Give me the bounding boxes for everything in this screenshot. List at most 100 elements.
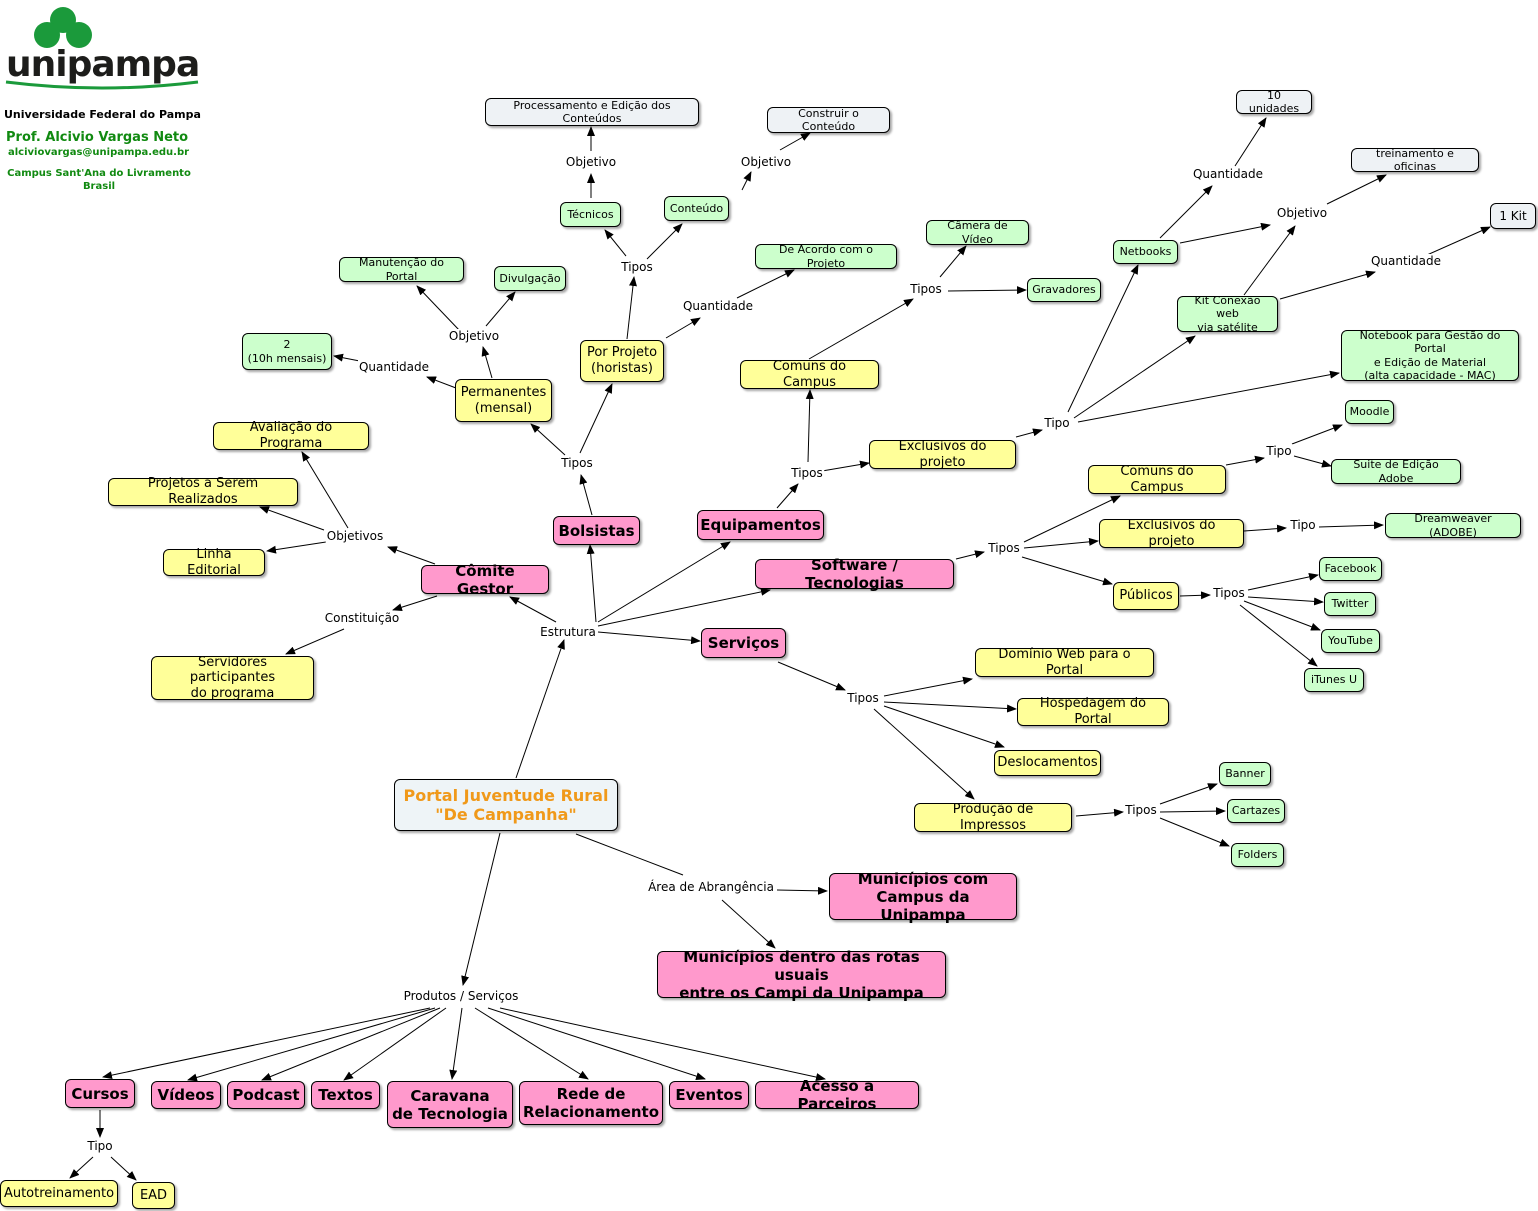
node-gravadores[interactable]: Gravadores xyxy=(1027,278,1101,302)
link-line-80 xyxy=(1075,808,1124,817)
link-line-19 xyxy=(69,1156,94,1179)
node-hospedagem[interactable]: Hospedagem do Portal xyxy=(1017,696,1169,727)
node-exclusivos-eq[interactable]: Exclusivos do projeto xyxy=(869,439,1016,470)
node-conteudo[interactable]: Conteúdo xyxy=(664,196,729,221)
node-cartazes[interactable]: Cartazes xyxy=(1227,799,1285,823)
link-line-15 xyxy=(474,1007,589,1080)
node-rede[interactable]: Rede de Relacionamento xyxy=(519,1081,663,1125)
label-area-abrangencia: Área de Abrangência xyxy=(647,880,775,894)
node-facebook[interactable]: Facebook xyxy=(1319,557,1382,581)
link-line-3 xyxy=(597,587,771,627)
link-line-71 xyxy=(1247,572,1319,591)
node-servicos[interactable]: Serviços xyxy=(701,628,786,658)
label-objetivo-kit: Objetivo xyxy=(1275,206,1329,220)
link-line-5 xyxy=(509,596,557,623)
label-tipos-eq: Tipos xyxy=(790,466,824,480)
link-line-21 xyxy=(392,595,438,612)
label-tipo-excl-sw: Tipo xyxy=(1289,518,1317,532)
node-impressos[interactable]: Produção de Impressos xyxy=(914,802,1072,833)
link-line-45 xyxy=(821,460,870,472)
node-construir[interactable]: Construir o Conteúdo xyxy=(767,107,890,133)
node-software[interactable]: Software / Tecnologias xyxy=(755,556,954,592)
link-line-9 xyxy=(461,832,501,986)
node-twitter[interactable]: Twitter xyxy=(1324,592,1376,616)
link-line-79 xyxy=(873,708,975,800)
node-videos[interactable]: Vídeos xyxy=(151,1081,221,1109)
node-manutencao[interactable]: Manutenção do Portal xyxy=(339,256,464,283)
node-municipios-rotas[interactable]: Municípios dentro das rotas usuais entre… xyxy=(657,948,946,1002)
label-objetivos-comite: Objetivos xyxy=(325,529,385,543)
node-comuns-campus-sw[interactable]: Comuns do Campus xyxy=(1088,464,1226,495)
node-de-acordo[interactable]: De Acordo com o Projeto xyxy=(755,243,897,270)
node-eventos[interactable]: Eventos xyxy=(669,1081,749,1109)
brand-name: unipampa xyxy=(6,44,200,85)
label-tipos-pub: Tipos xyxy=(1212,586,1246,600)
node-publicos[interactable]: Públicos xyxy=(1113,582,1179,610)
node-municipios-campus[interactable]: Municípios com Campus da Unipampa xyxy=(829,870,1017,924)
node-divulgacao[interactable]: Divulgação xyxy=(494,266,566,291)
node-itunes[interactable]: iTunes U xyxy=(1304,668,1364,692)
node-bolsistas[interactable]: Bolsistas xyxy=(553,516,640,545)
node-processamento[interactable]: Processamento e Edição dos Conteúdos xyxy=(485,98,699,126)
link-line-36 xyxy=(604,229,627,257)
node-dez-unidades[interactable]: 10 unidades xyxy=(1236,89,1312,115)
node-avaliacao[interactable]: Avaliação do Programa xyxy=(213,420,369,451)
node-tecnicos[interactable]: Técnicos xyxy=(560,202,621,227)
node-acesso[interactable]: Acesso a Parceiros xyxy=(755,1077,919,1113)
node-um-kit[interactable]: 1 Kit xyxy=(1490,203,1536,229)
link-line-44 xyxy=(776,483,799,509)
link-line-20 xyxy=(110,1156,137,1181)
label-produtos-servicos: Produtos / Serviços xyxy=(402,989,520,1003)
node-banner[interactable]: Banner xyxy=(1219,762,1271,786)
label-constituicao: Constituição xyxy=(323,611,401,625)
node-notebook[interactable]: Notebook para Gestão do Portal e Edição … xyxy=(1341,329,1519,382)
node-projetos[interactable]: Projetos a Serem Realizados xyxy=(108,476,298,507)
link-line-73 xyxy=(1243,600,1321,631)
link-line-50 xyxy=(1015,428,1043,438)
node-folders[interactable]: Folders xyxy=(1231,843,1284,867)
label-quantidade-perm: Quantidade xyxy=(357,360,431,374)
node-linha-editorial[interactable]: Linha Editorial xyxy=(163,547,265,578)
label-tipos-bolsistas: Tipos xyxy=(560,456,594,470)
label-tipos-serv: Tipos xyxy=(846,691,880,705)
node-deslocamentos[interactable]: Deslocamentos xyxy=(994,750,1101,776)
label-objetivo-cont: Objetivo xyxy=(739,155,793,169)
university-name: Universidade Federal do Pampa xyxy=(4,108,201,121)
label-tipo-excl-eq: Tipo xyxy=(1043,416,1071,430)
node-autotreinamento[interactable]: Autotreinamento xyxy=(0,1180,118,1207)
link-line-40 xyxy=(741,171,752,191)
link-line-78 xyxy=(883,705,1005,748)
node-por-projeto[interactable]: Por Projeto (horistas) xyxy=(580,340,664,382)
node-dois[interactable]: 2 (10h mensais) xyxy=(242,333,332,370)
link-line-48 xyxy=(939,245,967,278)
node-cursos[interactable]: Cursos xyxy=(65,1079,135,1108)
node-exclusivos-sw[interactable]: Exclusivos do projeto xyxy=(1099,518,1244,549)
link-line-14 xyxy=(449,1007,463,1080)
node-permanentes[interactable]: Permanentes (mensal) xyxy=(455,379,552,422)
node-dreamweaver[interactable]: Dreamweaver (ADOBE) xyxy=(1385,512,1521,539)
node-textos[interactable]: Textos xyxy=(311,1081,380,1109)
link-line-42 xyxy=(665,317,701,339)
node-comuns-campus-eq[interactable]: Comuns do Campus xyxy=(740,359,879,390)
node-equipamentos[interactable]: Equipamentos xyxy=(697,510,824,540)
link-line-77 xyxy=(883,701,1017,713)
node-ead[interactable]: EAD xyxy=(132,1182,175,1209)
node-suite[interactable]: Suite de Edição Adobe xyxy=(1331,458,1461,485)
link-line-35 xyxy=(626,276,637,340)
node-comite[interactable]: Cômite Gestor xyxy=(421,562,549,598)
campus-name: Campus Sant'Ana do Livramento xyxy=(7,168,191,179)
campus-info: Campus Sant'Ana do Livramento Brasil xyxy=(4,168,194,193)
node-netbooks[interactable]: Netbooks xyxy=(1113,240,1178,264)
root-node[interactable]: Portal Juventude Rural "De Campanha" xyxy=(394,779,618,831)
node-dominio[interactable]: Domínio Web para o Portal xyxy=(975,647,1154,678)
node-kit[interactable]: Kit Conexão web via satélite xyxy=(1177,294,1278,334)
node-caravana[interactable]: Caravana de Tecnologia xyxy=(387,1081,513,1128)
node-moodle[interactable]: Moodle xyxy=(1345,400,1394,424)
link-line-33 xyxy=(416,285,461,332)
node-treinamento[interactable]: treinamento e oficinas xyxy=(1351,147,1479,173)
node-podcast[interactable]: Podcast xyxy=(227,1081,305,1109)
node-servidores[interactable]: Servidores participantes do programa xyxy=(151,655,314,701)
node-camera[interactable]: Câmera de Vídeo xyxy=(926,219,1029,246)
link-line-57 xyxy=(1243,225,1296,296)
node-youtube[interactable]: YouTube xyxy=(1321,629,1380,653)
